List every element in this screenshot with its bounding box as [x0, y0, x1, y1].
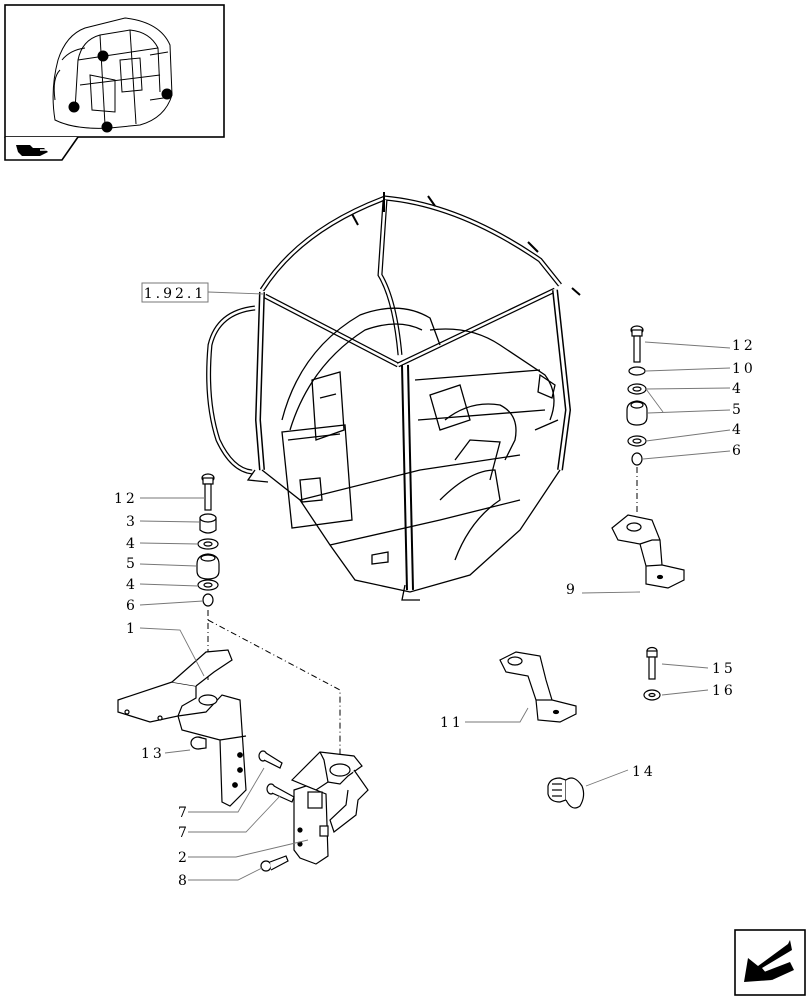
callout-label[interactable]: 6 [126, 598, 138, 614]
bracket-11-icon [499, 651, 577, 723]
bolt-12-right-icon [630, 325, 644, 363]
callout-label[interactable]: 2 [178, 850, 190, 866]
clip-14-icon [547, 777, 585, 809]
callout-label[interactable]: 1 [126, 621, 138, 637]
nav-arrow-icon[interactable] [4, 136, 79, 161]
callout-label[interactable]: 10 [732, 361, 756, 377]
nut-6-left-icon [202, 593, 214, 607]
callout-label[interactable]: 14 [632, 764, 656, 780]
washer-10-right-icon [628, 366, 646, 376]
bolt-12-left-icon [201, 473, 215, 511]
plug-13-icon [190, 736, 207, 750]
callout-label[interactable]: 5 [126, 556, 138, 572]
callout-label[interactable]: 4 [126, 536, 138, 552]
callout-label[interactable]: 8 [178, 873, 190, 889]
callout-label[interactable]: 7 [178, 805, 190, 821]
washer-4-left-upper-icon [197, 538, 219, 550]
callout-label[interactable]: 12 [114, 491, 138, 507]
bushing-5-left-icon [196, 553, 220, 580]
callout-label[interactable]: 7 [178, 825, 190, 841]
cab-frame-drawing [206, 192, 581, 601]
cab-thumbnail-icon[interactable] [4, 4, 225, 138]
callout-label[interactable]: 11 [440, 715, 464, 731]
callout-label[interactable]: 15 [712, 661, 736, 677]
bolt-7-upper-icon [258, 750, 283, 769]
bracket-9-icon [611, 514, 685, 589]
next-page-arrow-icon[interactable] [734, 929, 806, 996]
nut-6-right-icon [631, 452, 643, 466]
washer-4-right-lower-icon [627, 435, 647, 447]
bracket-1-icon [117, 649, 247, 807]
washer-4-right-upper-icon [627, 383, 647, 395]
callout-label[interactable]: 3 [126, 514, 138, 530]
callout-label[interactable]: 16 [712, 683, 736, 699]
reference-label[interactable]: 1.92.1 [144, 286, 207, 302]
right-mount-stack [626, 325, 648, 466]
callout-label[interactable]: 9 [566, 582, 578, 598]
washer-16-icon [643, 689, 661, 701]
callout-label[interactable]: 4 [126, 577, 138, 593]
callout-label[interactable]: 13 [141, 746, 165, 762]
callout-label[interactable]: 4 [732, 381, 744, 397]
left-mount-stack [196, 473, 220, 607]
callout-labels: 12 10 4 5 4 6 9 12 3 4 5 4 6 1 13 7 7 2 … [114, 338, 756, 889]
bracket-2-icon [290, 751, 369, 865]
bolt-15-icon [646, 646, 658, 680]
reference-box [141, 282, 209, 303]
bolt-7-lower-icon [266, 783, 295, 803]
washer-4-left-lower-icon [197, 579, 219, 591]
spacer-3-icon [199, 513, 217, 534]
callout-label[interactable]: 6 [732, 443, 744, 459]
leader-lines [139, 291, 731, 881]
bolt-8-icon [260, 855, 289, 872]
callout-label[interactable]: 5 [732, 402, 744, 418]
bushing-5-right-icon [626, 400, 648, 426]
callout-label[interactable]: 12 [732, 338, 756, 354]
callout-label[interactable]: 4 [732, 422, 744, 438]
